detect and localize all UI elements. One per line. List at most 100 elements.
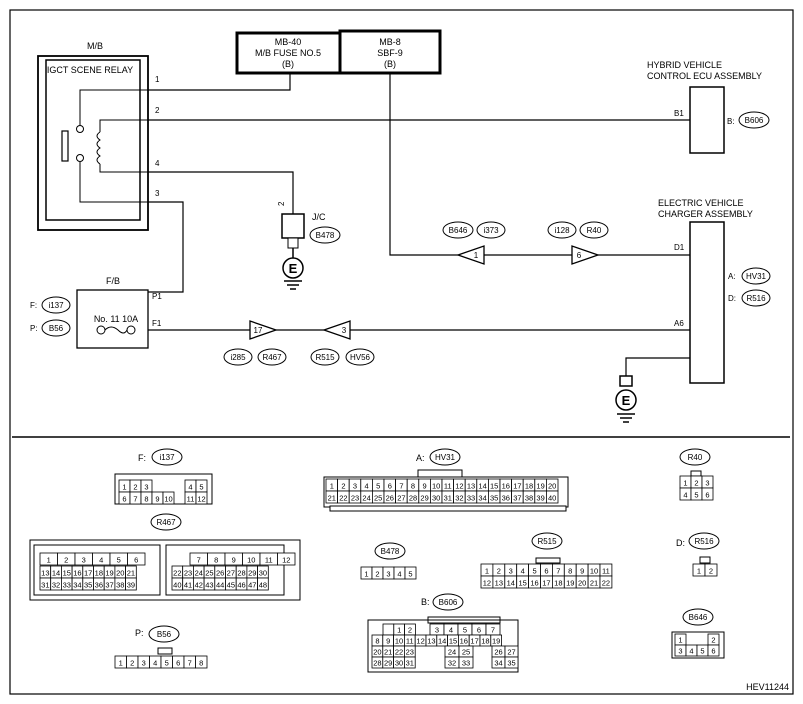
connector-pin-cell <box>162 491 175 505</box>
connector-pin-number: 2 <box>64 556 68 565</box>
view-R515-oval <box>531 532 563 550</box>
connector-pin-cell <box>277 552 296 566</box>
connector-pin-number: 22 <box>173 569 181 578</box>
conn-B606: B606 <box>745 116 764 125</box>
connector-pin-number: 1 <box>122 483 126 492</box>
connector-pin-number: 16 <box>460 637 468 646</box>
fb-label: F/B <box>106 276 120 286</box>
connector-pin-number: 2 <box>711 636 715 645</box>
relay-box <box>45 59 141 221</box>
connector-pin-number: 14 <box>478 482 486 491</box>
conn-HV31-oval <box>741 267 771 285</box>
connector-pin-number: 8 <box>199 659 203 668</box>
connector-pin-number: 22 <box>602 579 610 588</box>
connector-pin-cell <box>546 490 559 504</box>
view-B56-oval <box>148 625 180 643</box>
conn-B478-oval <box>309 226 341 244</box>
fuse-mb40-line2: M/B FUSE NO.5 <box>255 48 321 58</box>
connector-pin-number: 5 <box>199 483 203 492</box>
connector-pin-number: 25 <box>205 569 213 578</box>
connector-pin-cell <box>504 656 519 669</box>
connector-pin-number: 4 <box>521 567 525 576</box>
connector-pin-number: 30 <box>259 569 267 578</box>
connector-pin-number: 42 <box>195 581 203 590</box>
view-i137-oval <box>151 448 183 466</box>
connector-view-prefix: D: <box>676 538 685 548</box>
conn-i285: i285 <box>230 353 246 362</box>
connector-pin-number: 12 <box>282 556 290 565</box>
connector-pin-number: 23 <box>184 569 192 578</box>
connector-pin-number: 14 <box>52 569 60 578</box>
connector-pin-number: 32 <box>455 494 463 503</box>
connector-pin-number: 11 <box>265 556 273 565</box>
connector-pin-cell <box>127 552 146 566</box>
connector-pin-number: 21 <box>328 494 336 503</box>
connector-pin-number: 5 <box>408 570 412 579</box>
connector-pin-number: 5 <box>117 556 121 565</box>
inline-6: 6 <box>577 251 582 260</box>
connector-pin-number: 5 <box>700 647 704 656</box>
connector-pin-number: 36 <box>502 494 510 503</box>
connector-pin-number: 28 <box>373 659 381 668</box>
connector-pin-number: 18 <box>554 579 562 588</box>
connector-pin-number: 1 <box>330 482 334 491</box>
mb-box <box>37 55 149 231</box>
connector-pin-number: 6 <box>705 491 709 500</box>
connector-pin-cell <box>458 656 474 669</box>
connector-pin-number: 19 <box>105 569 113 578</box>
ground-letter: E <box>289 261 298 276</box>
conn-i373: i373 <box>483 226 499 235</box>
connector-pin-cell <box>599 575 613 589</box>
connector-pin-number: 8 <box>411 482 415 491</box>
connector-pin-number: 33 <box>63 581 71 590</box>
fb-box <box>76 289 149 349</box>
connector-pin-number: 22 <box>395 648 403 657</box>
connector-housing <box>671 631 725 659</box>
fb-p-prefix: P: <box>30 324 38 333</box>
connector-pin-number: 29 <box>248 569 256 578</box>
hv-b-prefix: B: <box>727 117 735 126</box>
connector-pin-number: 3 <box>82 556 86 565</box>
fuse-mb8-line2: SBF-9 <box>377 48 403 58</box>
connector-pin-number: 10 <box>395 637 403 646</box>
connector-pin-number: 6 <box>544 567 548 576</box>
fuse-icon <box>96 325 136 335</box>
connector-pin-number: 34 <box>478 494 486 503</box>
connector-pin-number: 3 <box>509 567 513 576</box>
connector-pin-number: 14 <box>507 579 515 588</box>
connector-pin-number: 9 <box>155 495 159 504</box>
connector-pin-number: 7 <box>399 482 403 491</box>
connector-pin-number: 4 <box>689 647 693 656</box>
connector-pin-number: 4 <box>449 626 453 635</box>
connector-pin-number: 26 <box>216 569 224 578</box>
connector-pin-number: 15 <box>449 637 457 646</box>
connector-pin-number: 3 <box>678 647 682 656</box>
conn-B56: B56 <box>49 324 64 333</box>
connector-view-prefix: P: <box>135 628 144 638</box>
connector-pin-number: 6 <box>477 626 481 635</box>
connector-pin-number: 2 <box>133 483 137 492</box>
view-R515: R515 <box>537 537 557 546</box>
connector-pin-number: 46 <box>237 581 245 590</box>
view-B56: B56 <box>157 630 172 639</box>
connector-pin-number: 16 <box>73 569 81 578</box>
pin-p1: P1 <box>152 292 162 301</box>
ev-d-prefix: D: <box>728 294 736 303</box>
connector-pin-number: 16 <box>530 579 538 588</box>
connector-pin-number: 35 <box>490 494 498 503</box>
connector-pin-number: 47 <box>248 581 256 590</box>
connector-pin-number: 4 <box>365 482 369 491</box>
connector-pin-number: 8 <box>568 567 572 576</box>
ev-charger-line1: ELECTRIC VEHICLE <box>658 198 744 208</box>
connector-pin-number: 44 <box>216 581 224 590</box>
connector-pin-number: 33 <box>467 494 475 503</box>
connector-pin-number: 26 <box>386 494 394 503</box>
connector-pin-number: 3 <box>435 626 439 635</box>
connector-pin-number: 27 <box>227 569 235 578</box>
connector-pin-number: 3 <box>142 659 146 668</box>
connector-pin-cell <box>125 577 137 591</box>
connector-pin-number: 18 <box>95 569 103 578</box>
connector-pin-number: 18 <box>481 637 489 646</box>
conn-R516: R516 <box>746 294 766 303</box>
